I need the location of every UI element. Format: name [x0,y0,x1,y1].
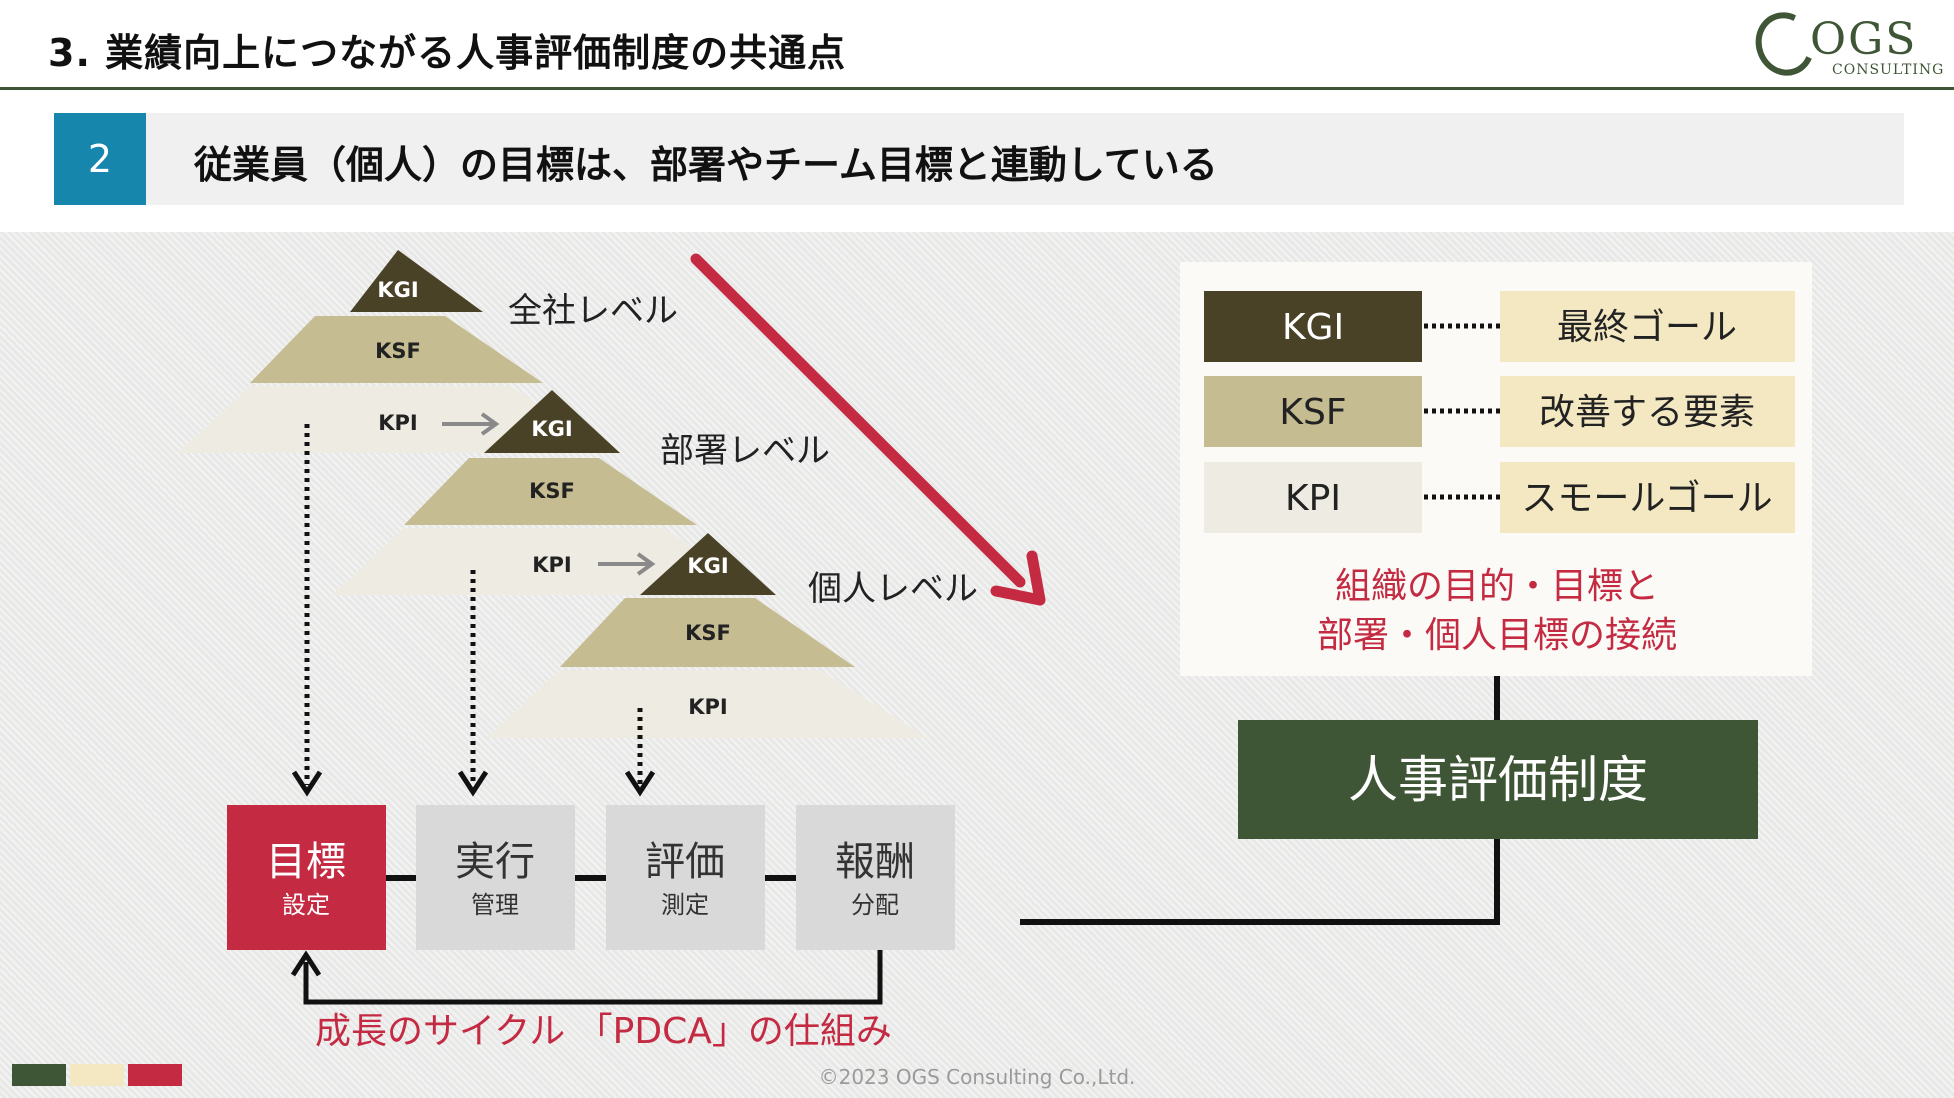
legend-row-kpi: KPI スモールゴール [1204,462,1795,533]
pyramid-company-kgi-tier [350,250,483,312]
dotted-arrow-company [291,424,323,797]
pyramid-individual-kpi-label: KPI [688,695,727,719]
cycle-step-execution-main: 実行 [455,839,535,885]
legend-kgi-meaning: 最終ゴール [1557,307,1737,348]
legend-kgi-term: KGI [1282,307,1344,348]
kpi-to-kgi-arrow-1 [442,412,500,436]
pyramid-individual-ksf-tier [560,598,855,667]
dotted-arrow-individual [624,708,656,797]
legend-kpi-term: KPI [1285,478,1341,519]
pyramid-company-kgi-label: KGI [377,278,418,302]
section-heading: 従業員（個人）の目標は、部署やチーム目標と連動している [194,143,1218,187]
cycle-step-goal-setting: 目標 設定 [227,805,386,950]
footer-swatch-red [128,1064,182,1086]
connect-label-line1: 組織の目的・目標と [1335,566,1659,607]
cycle-step-execution: 実行 管理 [416,805,575,950]
pyramid-individual: KGI KSF KPI [486,533,928,738]
cycle-step-goal-sub: 設定 [282,891,330,919]
logo-subtitle: CONSULTING [1832,62,1945,78]
footer-swatch-cream [70,1064,124,1086]
page-title: 3. 業績向上につながる人事評価制度の共通点 [48,31,847,75]
cycle-step-reward-main: 報酬 [835,839,915,885]
pyramid-department-ksf-label: KSF [529,479,575,503]
cycle-step-reward-sub: 分配 [851,891,899,919]
cycle-step-evaluation-sub: 測定 [661,891,709,919]
cycle-return-arrow [290,950,883,1005]
dotted-arrow-department [457,570,489,797]
section-heading-bar [54,113,1904,205]
cycle-step-goal-main: 目標 [266,839,346,885]
cycle-step-evaluation: 評価 測定 [606,805,765,950]
pyramid-company-ksf-tier [250,316,543,383]
pyramid-department-ksf-tier [404,458,697,525]
ogs-logo: OGS CONSULTING [1746,4,1945,84]
cycle-step-execution-sub: 管理 [471,891,519,919]
pyramid-department-kpi-label: KPI [532,553,571,577]
pyramid-department-kgi-tier [484,390,620,453]
cascade-arrow [690,253,1046,606]
connect-label-line2: 部署・個人目標の接続 [1317,615,1677,656]
header-divider [0,87,1954,90]
copyright-notice: ©2023 OGS Consulting Co.,Ltd. [818,1065,1136,1089]
pyramid-individual-kgi-label: KGI [687,554,728,578]
legend-ksf-term: KSF [1279,392,1346,433]
pyramid-individual-ksf-label: KSF [685,621,731,645]
legend-row-kgi: KGI 最終ゴール [1204,291,1795,362]
pyramid-department-kgi-label: KGI [531,417,572,441]
legend-ksf-meaning: 改善する要素 [1539,392,1755,433]
pyramid-department-kpi-tier [332,528,766,595]
section-number-badge: 2 [54,113,146,205]
logo-wordmark: OGS [1810,14,1918,65]
cycle-step-evaluation-main: 評価 [645,839,725,885]
system-box: 人事評価制度 [1238,720,1758,839]
footer-swatch-green [12,1064,66,1086]
level-label-individual: 個人レベル [808,569,978,609]
level-label-company: 全社レベル [508,291,678,331]
cycle-label: 成長のサイクル 「PDCA」の仕組み [315,1011,892,1052]
cycle-step-reward: 報酬 分配 [796,805,955,950]
system-to-cycle-line [1020,839,1500,925]
pyramid-company-ksf-label: KSF [375,339,421,363]
pyramid-individual-kgi-tier [640,533,776,595]
pyramid-department: KGI KSF KPI [332,390,766,595]
legend-kpi-meaning: スモールゴール [1521,478,1772,519]
legend-row-ksf: KSF 改善する要素 [1204,376,1795,447]
pyramid-company-kpi-label: KPI [378,411,417,435]
system-label: 人事評価制度 [1348,751,1648,809]
pyramid-individual-kpi-tier [486,670,928,738]
level-label-department: 部署レベル [660,431,830,471]
kpi-to-kgi-arrow-2 [598,552,656,576]
